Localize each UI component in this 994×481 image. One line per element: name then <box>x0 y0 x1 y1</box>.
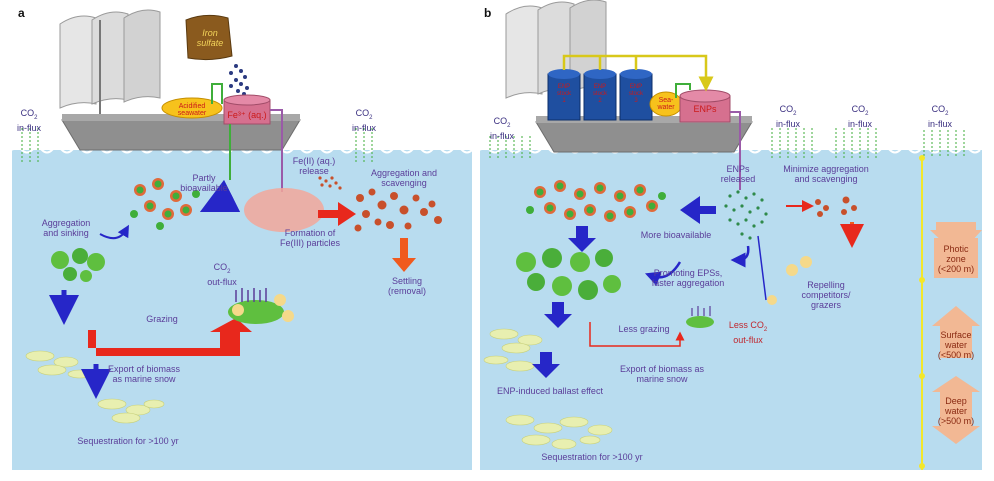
promoting-eps-label: Promoting EPSs,faster aggregation <box>651 268 725 288</box>
blue-sink-b-2 <box>544 302 572 328</box>
grazers-b <box>767 256 812 305</box>
seawater-label-b: Sea-water <box>657 97 675 111</box>
iron-sulfate-bag <box>185 14 233 61</box>
fe-release-cloud <box>244 188 324 232</box>
blue-sink-b-3 <box>532 352 560 378</box>
fe-aggregate-particles <box>354 188 442 232</box>
co2-influx-arrows-b <box>489 128 965 160</box>
outflow-pipe-a <box>270 109 283 192</box>
aggregated-blobs-a <box>51 248 105 282</box>
enp-stock-tanks <box>547 69 653 121</box>
co2-outflux-bars-a <box>235 288 267 302</box>
red-arrow-to-aggregation <box>318 202 356 226</box>
zone-box-photic <box>934 238 978 278</box>
panel-a-ship <box>59 9 301 151</box>
co2-influx-arrows-a <box>21 128 373 162</box>
sequestration-label-b: Sequestration for >100 yr <box>541 452 643 462</box>
iron-sulfate-granules <box>229 64 249 96</box>
blue-arrow-to-phyto-a <box>199 179 241 213</box>
enp-particles <box>724 190 768 240</box>
fe-tank <box>223 94 271 125</box>
grazing-label: Grazing <box>146 314 178 324</box>
settling-arrow <box>392 238 416 272</box>
marine-snow-b <box>483 328 613 450</box>
sequestration-label-a: Sequestration for >100 yr <box>77 436 179 446</box>
aggregated-blobs-b <box>516 248 621 300</box>
feed-pipe-green <box>211 83 223 104</box>
settling-label: Settling(removal) <box>387 276 426 296</box>
less-grazing-grazers <box>686 306 714 328</box>
zone-arrow-surface <box>932 306 980 358</box>
less-grazing-label: Less grazing <box>618 324 670 334</box>
zone-arrow-deep <box>932 376 980 444</box>
fe-tank-label: Fe³⁺ (aq.) <box>227 110 267 120</box>
grazers-a <box>228 294 294 324</box>
yellow-feed-line-2 <box>598 56 638 70</box>
blue-line-repelling <box>757 235 767 301</box>
phytoplankton-cluster-a <box>130 178 200 230</box>
less-grazing-line <box>589 322 685 347</box>
outflow-pipe-b <box>730 111 741 190</box>
depth-scale-ticks <box>919 155 925 469</box>
acidified-seawater-ellipse <box>161 97 223 119</box>
fe-release-label: Fe(II) (aq.)release <box>292 156 336 176</box>
curve-arrow-promoting <box>644 261 682 286</box>
green-feed-line-b <box>675 83 691 98</box>
panel-letter-a: a <box>18 6 25 20</box>
fe-release-particles <box>318 176 342 190</box>
panel-letter-b: b <box>484 6 492 20</box>
minor-aggregates-b <box>815 196 857 217</box>
enps-tank-label: ENPs <box>693 104 717 114</box>
blue-arrow-more-bioavailable <box>680 196 716 224</box>
phytoplankton-cluster-b <box>526 180 666 222</box>
curve-arrow-enp-down <box>730 245 750 268</box>
curve-arrow-sinking-a <box>99 224 129 240</box>
grazing-arrow <box>88 318 252 356</box>
marine-snow-a <box>25 350 165 424</box>
ballast-label: ENP-induced ballast effect <box>497 386 603 396</box>
blue-sink-b-1 <box>568 226 596 252</box>
more-bioavailable-label: More bioavailable <box>640 230 712 240</box>
enps-tank <box>679 89 731 123</box>
